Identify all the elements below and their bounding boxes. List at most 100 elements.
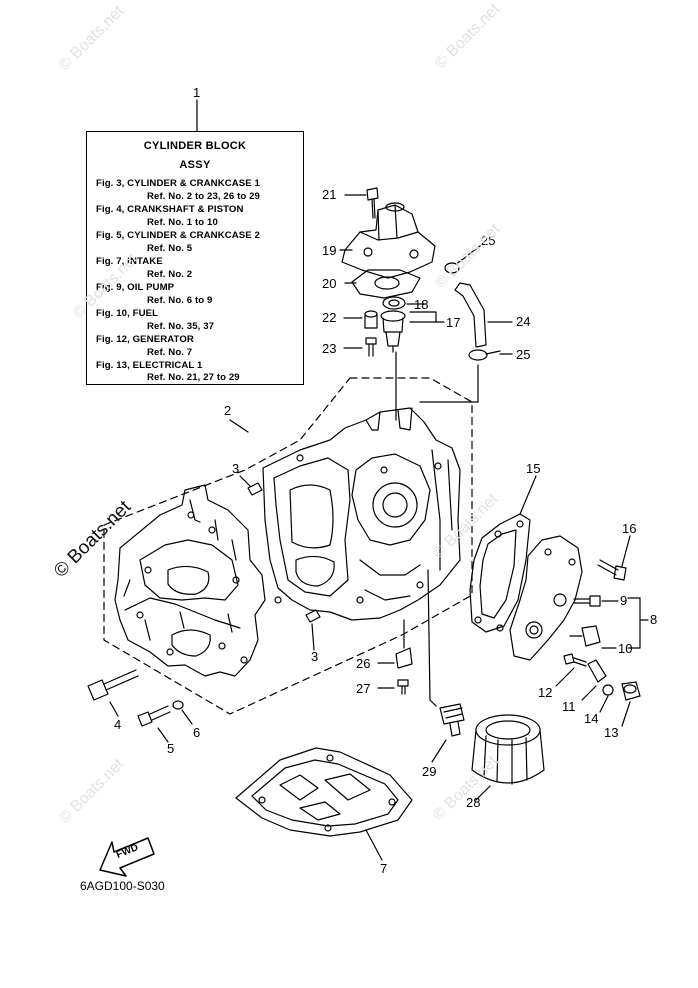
washer-14: [602, 684, 614, 696]
callout-10: 10: [618, 641, 633, 656]
assy-line: Fig. 3, CYLINDER & CRANKCASE 1: [96, 178, 260, 189]
assy-title: CYLINDER BLOCK: [143, 140, 247, 152]
leader-6: [181, 709, 193, 725]
assy-line: Fig. 9, OIL PUMP: [96, 282, 175, 293]
bolt-16: [597, 559, 627, 581]
leader-3-lower: [311, 623, 315, 651]
callout-3: 3: [311, 649, 319, 664]
clip-26: [395, 619, 413, 669]
assy-line: Ref. No. 6 to 9: [147, 295, 213, 306]
dowel-pin-3-upper: [247, 482, 263, 496]
callout-28: 28: [466, 795, 481, 810]
part-11: [587, 659, 607, 683]
oil-filter-28: [471, 714, 545, 785]
callout-5: 5: [167, 741, 175, 756]
callout-12: 12: [538, 685, 553, 700]
cylinder-block: [262, 407, 461, 621]
callout-22: 22: [322, 310, 337, 325]
assy-reference-box: CYLINDER BLOCK ASSY Fig. 3, CYLINDER & C…: [86, 131, 304, 385]
callout-15: 15: [526, 461, 541, 476]
bolt-5: [137, 705, 171, 727]
assy-line: Ref. No. 21, 27 to 29: [147, 372, 240, 383]
assy-line: Ref. No. 35, 37: [147, 321, 215, 332]
callout-2: 2: [224, 403, 232, 418]
callout-9: 9: [620, 593, 628, 608]
bolt-23: [365, 337, 377, 357]
cover-plate-15: [469, 513, 531, 633]
assy-subtitle: ASSY: [179, 159, 211, 171]
leader-28: [475, 785, 491, 801]
oil-pan-gasket: [235, 747, 413, 837]
leader-17-bracket: [409, 311, 437, 323]
leader-4: [109, 701, 119, 717]
callout-29: 29: [422, 764, 437, 779]
assy-line: Fig. 5, CYLINDER & CRANKCASE 2: [96, 230, 260, 241]
callout-14: 14: [584, 711, 599, 726]
callout-1: 1: [193, 85, 201, 100]
leader-15: [519, 475, 537, 515]
leader-16: [621, 535, 631, 567]
callout-25: 25: [481, 233, 496, 248]
hose-24: [454, 282, 487, 348]
assy-line: Fig. 12, GENERATOR: [96, 334, 194, 345]
leader-2: [229, 419, 249, 433]
callout-26: 26: [356, 656, 371, 671]
leader-25-upper: [467, 245, 481, 256]
crankcase: [114, 484, 266, 677]
callout-18: 18: [414, 297, 429, 312]
callout-16: 16: [622, 521, 637, 536]
leader-29: [431, 739, 447, 763]
callout-23: 23: [322, 341, 337, 356]
bolt-21: [366, 187, 379, 219]
oil-pump-housing: [509, 535, 583, 661]
leader-11: [581, 685, 597, 701]
bolt-4: [87, 669, 139, 701]
filter-stud-29: [439, 703, 465, 737]
part-10: [569, 625, 601, 647]
thermostat-17: [380, 310, 406, 353]
assy-line: Ref. No. 1 to 10: [147, 217, 218, 228]
callout-27: 27: [356, 681, 371, 696]
callout-6: 6: [193, 725, 201, 740]
callout-17: 17: [446, 315, 461, 330]
thermostat-gasket: [351, 269, 421, 299]
callout-13: 13: [604, 725, 619, 740]
assy-line: Fig. 10, FUEL: [96, 308, 159, 319]
fwd-arrow-icon: [99, 837, 155, 877]
screw-12: [563, 653, 587, 667]
callout-8: 8: [650, 612, 658, 627]
sleeve-22: [364, 310, 378, 329]
callout-7: 7: [380, 861, 388, 876]
leader-13: [621, 701, 631, 727]
leader-7: [365, 829, 383, 861]
assy-line: Ref. No. 7: [147, 347, 193, 358]
cylinder-block-assy-boundary: [103, 377, 473, 715]
screw-27: [397, 679, 409, 695]
assy-line: Fig. 13, ELECTRICAL 1: [96, 360, 203, 371]
callout-3: 3: [232, 461, 240, 476]
leader-5: [157, 727, 169, 743]
callout-19: 19: [322, 243, 337, 258]
diagram-code: 6AGD100-S030: [80, 879, 165, 893]
hose-clamp-25-lower: [468, 349, 501, 361]
guide-hose: [419, 364, 479, 403]
drain-plug-13: [621, 681, 641, 701]
leader-12: [555, 667, 575, 687]
seal-18: [382, 296, 406, 310]
washer-6: [172, 700, 184, 710]
thermostat-cover: [341, 202, 436, 279]
assy-line: Ref. No. 5: [147, 243, 193, 254]
hose-clamp-25-upper: [444, 256, 467, 274]
callout-4: 4: [114, 717, 122, 732]
dowel-pin-3-lower: [305, 609, 321, 623]
assy-line: Ref. No. 2: [147, 269, 193, 280]
leader-3-upper: [239, 475, 251, 487]
assy-line: Fig. 4, CRANKSHAFT & PISTON: [96, 204, 244, 215]
callout-24: 24: [516, 314, 531, 329]
callout-25: 25: [516, 347, 531, 362]
leader-8-bracket: [627, 597, 641, 649]
assy-line: Fig. 7, INTAKE: [96, 256, 163, 267]
assy-line: Ref. No. 2 to 23, 26 to 29: [147, 191, 260, 202]
bolt-9: [573, 595, 601, 607]
